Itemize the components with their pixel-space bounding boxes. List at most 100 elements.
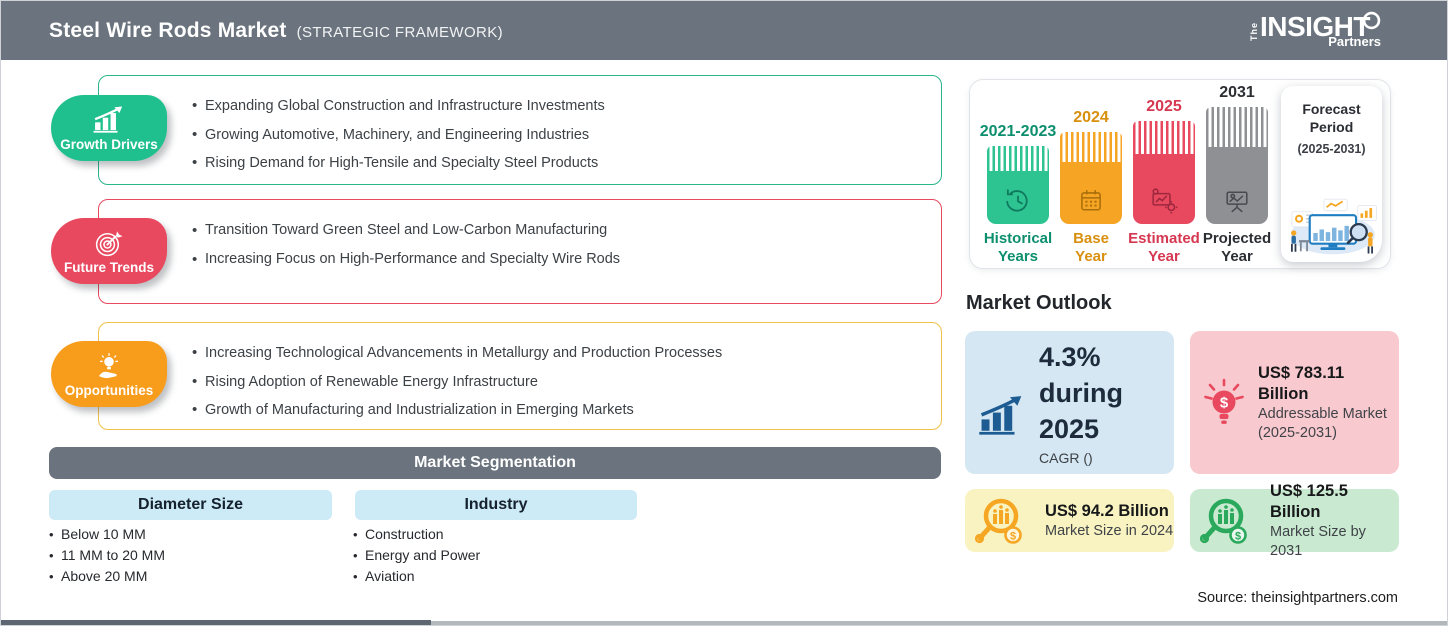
list-item: Increasing Technological Advancements in…: [192, 339, 931, 368]
logo-top: The INSIGHT: [1248, 11, 1391, 42]
forecast-period-card: Forecast Period (2025-2031): [1281, 86, 1382, 262]
analysts-illustration: [1290, 198, 1377, 255]
addressable-range: (2025-2031): [1258, 424, 1337, 441]
list-item: Above 20 MM: [49, 566, 165, 587]
history-clock-icon: [1006, 189, 1028, 212]
addressable-market-card: $ US$ 783.11 Billion Addressable Market …: [1190, 331, 1399, 474]
cagr-year: 2025: [1039, 414, 1100, 444]
bar-year: 2025: [1146, 98, 1182, 115]
bar: [1206, 107, 1268, 224]
bar-fill: [1206, 147, 1268, 224]
market-outlook-title: Market Outlook: [966, 292, 1112, 314]
magnifier-bars-icon: $: [1199, 498, 1247, 544]
diameter-size-list: Below 10 MM 11 MM to 20 MM Above 20 MM: [49, 524, 165, 587]
bar-stripes: [1060, 132, 1122, 162]
bar-year: 2021-2023: [979, 123, 1057, 140]
future-trends-list: Transition Toward Green Steel and Low-Ca…: [99, 200, 941, 274]
addressable-value: US$ 783.11 Billion: [1258, 363, 1345, 403]
logo-insight: INSIGHT: [1259, 11, 1371, 42]
growth-drivers-box: Expanding Global Construction and Infras…: [98, 75, 942, 185]
badge-label: Growth Drivers: [60, 136, 158, 152]
market-size-2024-card: $ US$ 94.2 Billion Market Size in 2024: [965, 489, 1174, 552]
logo-the: The: [1248, 21, 1259, 41]
bar-year: 2031: [1219, 84, 1255, 101]
list-item: Expanding Global Construction and Infras…: [192, 92, 931, 121]
opportunities-box: Increasing Technological Advancements in…: [98, 322, 942, 430]
logo-partners: Partners: [1328, 34, 1381, 49]
timeline-bar-historical: 2021-2023 Historical Years: [980, 84, 1057, 266]
title-text: Steel Wire Rods Market: [49, 18, 287, 42]
timeline-bar-projected: 2031 Projected Year: [1202, 84, 1272, 266]
source-text: Source: theinsightpartners.com: [1197, 590, 1398, 606]
timeline-bar-base: 2024 Base Year: [1059, 84, 1123, 266]
size-2031-value: US$ 125.5 Billion: [1270, 481, 1348, 521]
list-item: Aviation: [353, 566, 480, 587]
bar: [987, 146, 1049, 224]
list-item: Growing Automotive, Machinery, and Engin…: [192, 121, 931, 150]
cagr-value: 4.3%: [1039, 342, 1101, 372]
cagr-card: 4.3% during 2025 CAGR (): [965, 331, 1174, 474]
timeline-bars: 2021-2023 Historical Years 2024: [980, 84, 1272, 266]
industry-list: Construction Energy and Power Aviation: [353, 524, 480, 587]
size-2024-label: Market Size in 2024: [1045, 522, 1174, 539]
size-2031-text: US$ 125.5 Billion Market Size by 2031: [1270, 481, 1399, 561]
size-2024-value: US$ 94.2 Billion: [1045, 501, 1169, 520]
timeline-bar-estimated: 2025 Estimated Year: [1128, 84, 1200, 266]
cagr-caption: CAGR (): [1039, 450, 1093, 466]
estimated-monitor-icon: [1152, 188, 1178, 214]
future-trends-badge: Future Trends: [51, 218, 167, 284]
growth-drivers-badge: Growth Drivers: [51, 95, 167, 161]
magnifier-bars-icon: $: [974, 498, 1022, 544]
size-2024-text: US$ 94.2 Billion Market Size in 2024: [1045, 501, 1173, 541]
insight-partners-logo: The INSIGHT Partners: [1248, 11, 1391, 49]
bulb-hand-icon: [98, 352, 118, 378]
bulb-dollar-icon: $: [1204, 378, 1244, 424]
bar-label: Estimated Year: [1128, 230, 1200, 265]
market-segmentation-bar: Market Segmentation: [49, 447, 941, 479]
future-trends-box: Transition Toward Green Steel and Low-Ca…: [98, 199, 942, 304]
cagr-text: 4.3% during 2025 CAGR (): [1039, 339, 1123, 466]
column-header-diameter-size: Diameter Size: [49, 490, 332, 520]
bar-stripes: [1206, 107, 1268, 147]
size-2031-label: Market Size by 2031: [1270, 523, 1366, 559]
bar-label: Projected Year: [1202, 230, 1272, 265]
opportunities-badge: Opportunities: [51, 341, 167, 407]
projection-screen-icon: [1226, 191, 1248, 213]
bar-label: Base Year: [1073, 230, 1109, 265]
list-item: Increasing Focus on High-Performance and…: [192, 245, 931, 274]
cagr-word: during: [1039, 378, 1123, 408]
header: Steel Wire Rods Market (STRATEGIC FRAMEWO…: [1, 1, 1447, 60]
list-item: Rising Demand for High-Tensile and Speci…: [192, 149, 931, 178]
forecast-range: (2025-2031): [1297, 142, 1366, 156]
growth-drivers-list: Expanding Global Construction and Infras…: [99, 76, 941, 178]
bar-label: Historical Years: [983, 230, 1053, 265]
bar: [1060, 132, 1122, 224]
list-item: Rising Adoption of Renewable Energy Infr…: [192, 368, 931, 397]
list-item: Growth of Manufacturing and Industrializ…: [192, 396, 931, 425]
addressable-text: US$ 783.11 Billion Addressable Market (2…: [1258, 363, 1399, 443]
page-title: Steel Wire Rods Market (STRATEGIC FRAMEWO…: [49, 19, 503, 43]
growth-chart-icon: [93, 105, 123, 133]
badge-label: Future Trends: [63, 259, 154, 275]
market-size-2031-card: $ US$ 125.5 Billion Market Size by 2031: [1190, 482, 1399, 559]
forecast-title: Forecast Period: [1302, 101, 1361, 135]
bar-stripes: [1133, 121, 1195, 154]
list-item: Transition Toward Green Steel and Low-Ca…: [192, 216, 931, 245]
badge-label: Opportunities: [64, 382, 154, 398]
list-item: 11 MM to 20 MM: [49, 545, 165, 566]
bar-year: 2024: [1073, 109, 1109, 126]
bar-stripes: [987, 146, 1049, 171]
column-header-industry: Industry: [355, 490, 637, 520]
list-item: Construction: [353, 524, 480, 545]
growth-chart-icon: [979, 395, 1022, 435]
list-item: Energy and Power: [353, 545, 480, 566]
subtitle-text: (STRATEGIC FRAMEWORK): [296, 23, 504, 41]
research-timeline-panel: 2021-2023 Historical Years 2024: [969, 79, 1391, 269]
svg-text:$: $: [1220, 394, 1229, 411]
bar-fill: [1133, 154, 1195, 224]
target-dart-icon: [95, 230, 123, 256]
calendar-icon: [1081, 190, 1101, 211]
footer-bar-light: [431, 621, 1447, 625]
bar: [1133, 121, 1195, 224]
